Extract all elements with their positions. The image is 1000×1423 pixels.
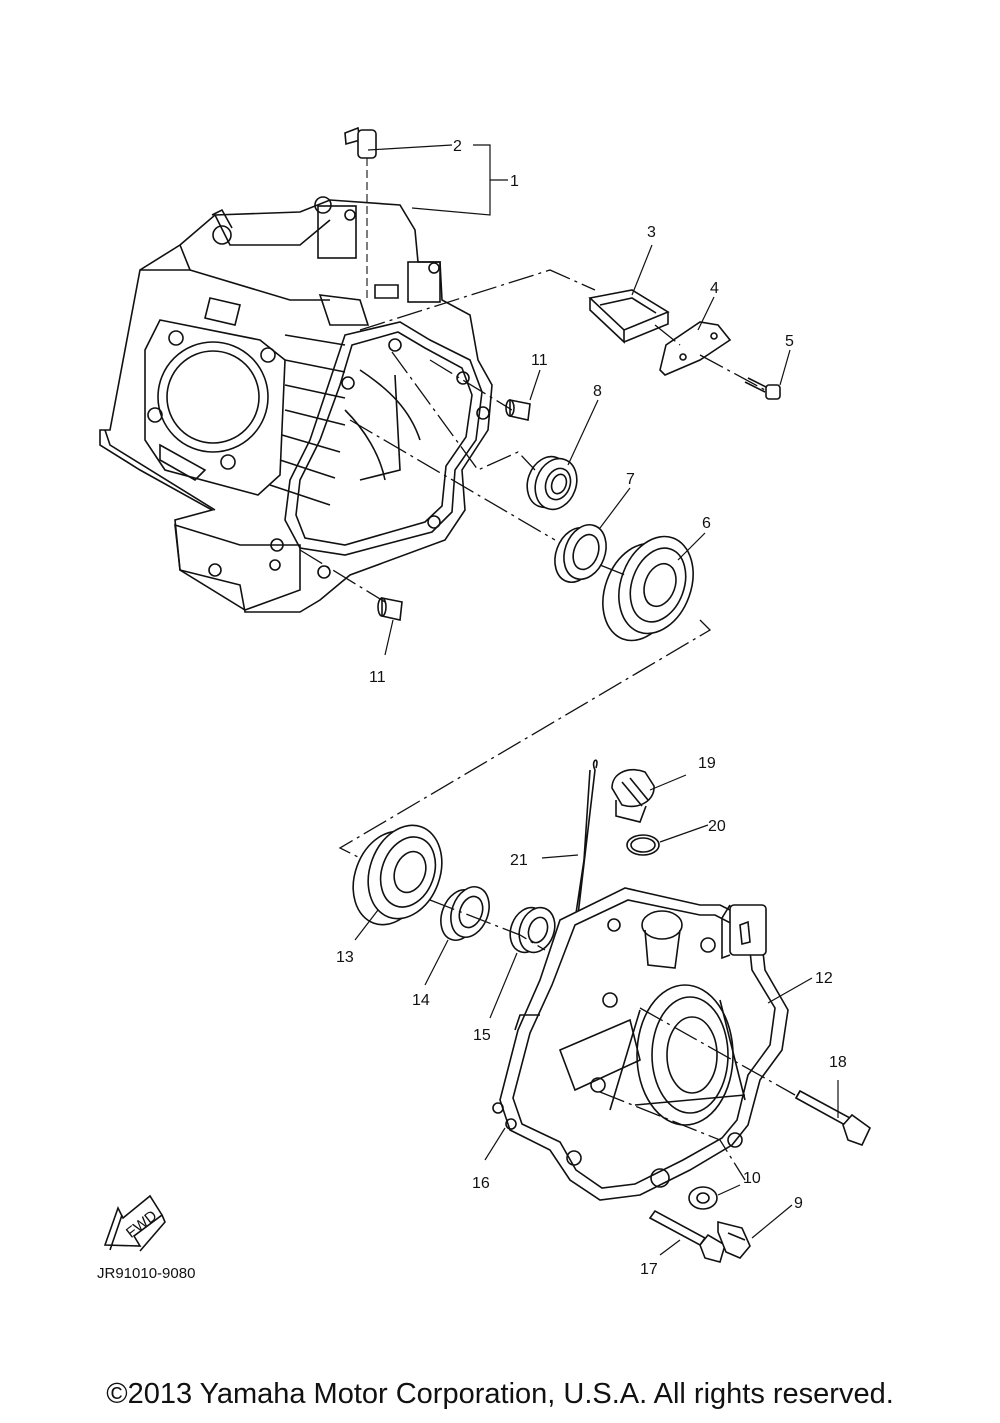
callout-14: 14 <box>412 992 430 1009</box>
axis-line-shaft <box>349 419 626 576</box>
callout-12: 12 <box>815 970 833 987</box>
crankcase-right-half <box>492 887 789 1201</box>
callout-5: 5 <box>785 333 794 350</box>
axis-line-dowel-lower <box>299 549 386 603</box>
callout-15: 15 <box>473 1027 491 1044</box>
callout-6: 6 <box>702 515 711 532</box>
crankcase-left-half <box>99 196 493 613</box>
bolt-9 <box>717 1220 751 1259</box>
leader-lines <box>354 144 839 1256</box>
axis-line-separator <box>338 619 712 859</box>
washer-10 <box>688 1186 718 1210</box>
axis-line-upper <box>359 269 596 331</box>
callout-16: 16 <box>472 1175 490 1192</box>
callout-3: 3 <box>647 224 656 241</box>
bolt-17 <box>648 1209 726 1263</box>
callout-18: 18 <box>829 1054 847 1071</box>
dowel-pin-lower <box>377 597 403 621</box>
callout-13: 13 <box>336 949 354 966</box>
copyright-notice: ©2013 Yamaha Motor Corporation, U.S.A. A… <box>106 1378 894 1410</box>
callout-2: 2 <box>453 138 462 155</box>
dowel-pin-upper <box>505 399 531 421</box>
callout-17: 17 <box>640 1261 658 1278</box>
bearing-13 <box>352 824 443 926</box>
axis-line-bearing <box>391 351 536 471</box>
axis-line-bolt-18 <box>639 1007 796 1096</box>
oil-seal-7 <box>554 524 607 583</box>
breather-fitting <box>344 126 377 300</box>
callout-4: 4 <box>710 280 719 297</box>
bearing-6 <box>602 535 694 642</box>
bearing-8 <box>526 455 578 511</box>
callout-11-lower: 11 <box>369 669 386 686</box>
callout-9: 9 <box>794 1195 803 1212</box>
washer-10-inner <box>696 1192 710 1204</box>
callout-1: 1 <box>510 173 519 190</box>
guide-plate <box>588 289 670 344</box>
bolt-18 <box>794 1089 872 1146</box>
callout-20: 20 <box>708 818 726 835</box>
screw-5 <box>744 377 781 400</box>
o-ring-20-inner <box>630 837 656 853</box>
forward-arrow-icon: FWD <box>103 1194 166 1252</box>
callout-11-upper: 11 <box>531 352 548 369</box>
callout-7: 7 <box>626 471 635 488</box>
retainer-plate <box>659 321 732 376</box>
oil-seal-14 <box>440 886 490 941</box>
oil-filler-plug <box>611 768 655 823</box>
callout-8: 8 <box>593 383 602 400</box>
axis-line-retainer <box>654 324 766 391</box>
bearing-15 <box>509 906 556 954</box>
callout-21: 21 <box>510 852 528 869</box>
axis-line-dowel <box>429 359 513 411</box>
axis-line-shaft-lower <box>599 1091 746 1181</box>
o-ring-20 <box>626 834 660 856</box>
callout-19: 19 <box>698 755 716 772</box>
axis-line-bearing-lower <box>429 899 546 951</box>
diagram-code: JR91010-9080 <box>97 1265 195 1282</box>
dipstick-wire <box>574 759 598 921</box>
callout-10: 10 <box>743 1170 761 1187</box>
callout-numbers: 1 2 3 4 5 6 7 8 9 10 11 11 12 13 14 15 1… <box>336 138 847 1278</box>
